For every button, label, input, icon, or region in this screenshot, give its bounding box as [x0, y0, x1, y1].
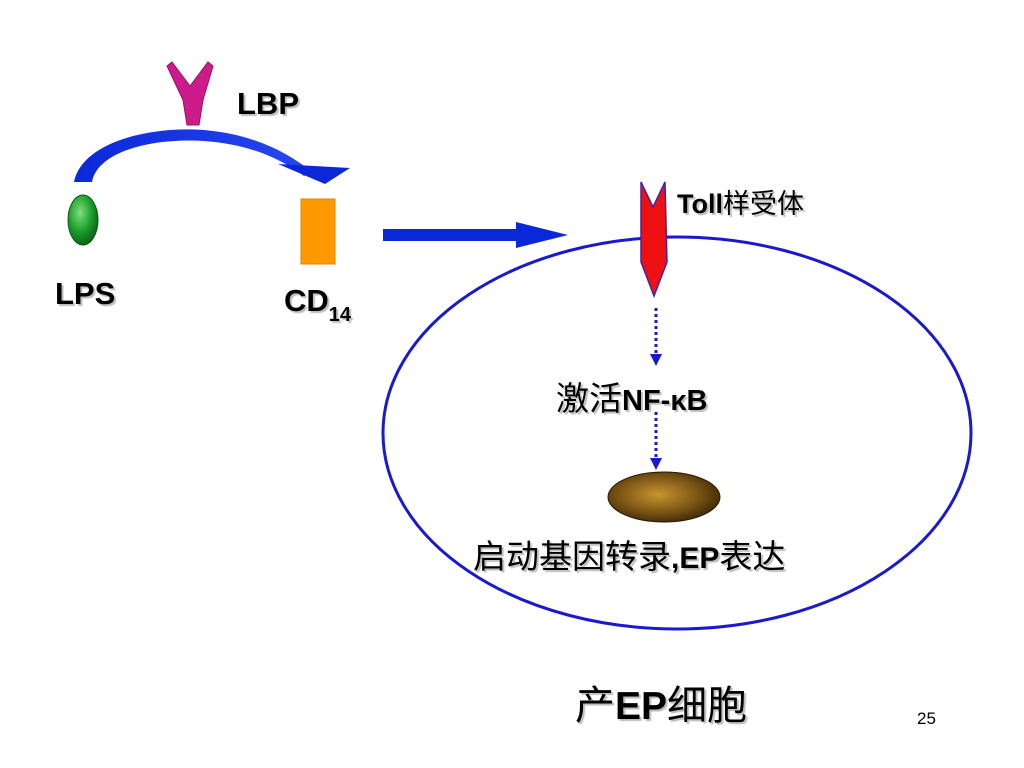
cd14-receptor	[300, 198, 336, 265]
cell-ep: EP	[615, 685, 668, 728]
cell-caption: 产EP细胞	[575, 673, 747, 731]
lbp-label: LBP	[237, 86, 299, 121]
curved-arrowhead-icon	[278, 164, 350, 184]
dotted-arrowhead-2-icon	[650, 458, 662, 470]
cd14-label-main: CD	[284, 283, 329, 318]
activate-target: NF-κB	[622, 385, 708, 417]
activate-prefix: 激活	[556, 379, 622, 418]
straight-arrowhead-icon	[516, 222, 568, 248]
transcription-end: 表达	[719, 537, 786, 576]
lps-label: LPS	[55, 276, 116, 311]
nucleus	[607, 471, 721, 523]
lps-molecule	[67, 194, 99, 246]
transcription-ep: ,EP	[671, 542, 720, 575]
transcription-prefix: 启动基因转录	[473, 537, 671, 576]
toll-receptor-icon	[640, 181, 668, 299]
toll-suffix-label: 样受体	[722, 189, 804, 220]
toll-receptor-label: Toll样受体	[677, 182, 804, 221]
lbp-icon	[166, 61, 214, 126]
transcription-label: 启动基因转录,EP表达	[473, 530, 785, 578]
page-number: 25	[917, 709, 936, 728]
cell-prefix: 产	[575, 683, 615, 729]
activate-nfkb-label: 激活NF-κB	[556, 372, 707, 420]
cell-suffix: 细胞	[667, 683, 748, 729]
cd14-label: CD14	[284, 283, 351, 326]
cell-membrane	[381, 235, 973, 631]
dotted-arrowhead-1-icon	[650, 354, 662, 366]
curved-transfer-arrow	[74, 129, 312, 182]
cd14-label-subscript: 14	[328, 304, 352, 326]
toll-label: Toll	[677, 189, 723, 219]
straight-arrow-shaft	[383, 229, 528, 241]
